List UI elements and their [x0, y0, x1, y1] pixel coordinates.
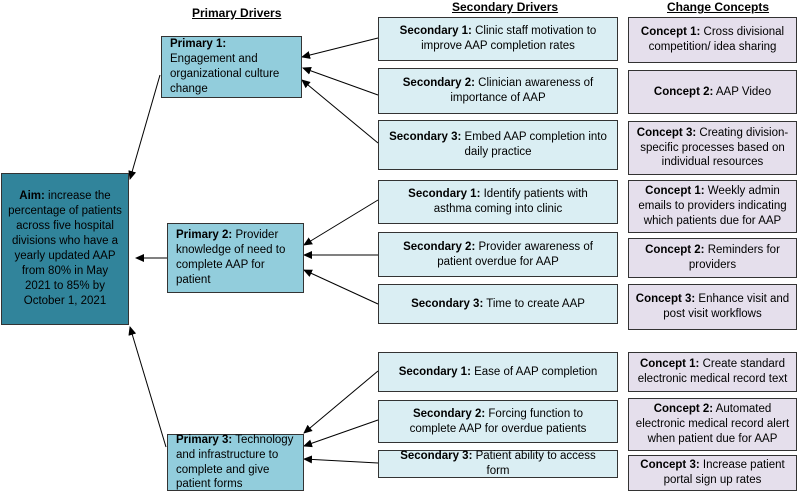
secondary-text: Patient ability to access form — [472, 450, 596, 477]
secondary-label: Secondary 3: — [389, 131, 462, 144]
primary-text: Engagement and organizational culture ch… — [170, 53, 280, 95]
change-concept: Concept 1: Weekly admin emails to provid… — [628, 180, 797, 233]
concept-label: Concept 2: — [653, 403, 714, 416]
arrow-sec8-to-primary3 — [303, 419, 379, 448]
secondary-driver: Secondary 2: Clinician awareness of impo… — [378, 68, 618, 114]
arrow-sec9-to-primary3 — [303, 455, 379, 464]
concept-label: Concept 2: — [645, 244, 705, 257]
secondary-label: Secondary 2: — [402, 77, 475, 90]
arrow-sec6-to-primary2 — [303, 269, 379, 305]
concept-text: Creating division-specific processes bas… — [640, 126, 789, 169]
concept-label: Concept 1: — [639, 358, 700, 371]
concept-text: Increase patient portal sign up rates — [663, 459, 785, 486]
concept-label: Concept 3: — [640, 459, 700, 472]
primary-text: Technology and infrastructure to complet… — [176, 433, 294, 491]
aim-text: increase the percentage of patients acro… — [8, 190, 122, 307]
secondary-label: Secondary 2: — [403, 240, 476, 253]
concept-text: Automated electronic medical record aler… — [635, 403, 790, 445]
secondary-driver: Secondary 3: Patient ability to access f… — [378, 450, 618, 478]
secondary-drivers-header: Secondary Drivers — [452, 0, 559, 14]
concept-text: AAP Video — [713, 85, 772, 98]
secondary-label: Secondary 3: — [400, 450, 473, 463]
arrow-sec4-to-primary2 — [303, 199, 379, 246]
secondary-driver: Secondary 2: Forcing function to complet… — [378, 400, 618, 443]
concept-label: Concept 3: — [635, 293, 696, 306]
concept-label: Concept 3: — [636, 126, 697, 139]
primary-drivers-header: Primary Drivers — [192, 6, 282, 20]
concept-text: Create standard electronic medical recor… — [637, 358, 788, 385]
arrow-sec1-to-primary1 — [301, 37, 379, 59]
secondary-driver: Secondary 1: Clinic staff motivation to … — [378, 17, 618, 61]
concept-text: Reminders for providers — [688, 244, 780, 271]
secondary-driver: Secondary 3: Time to create AAP — [378, 284, 618, 324]
secondary-driver: Secondary 2: Provider awareness of patie… — [378, 232, 618, 277]
primary-text: Provider knowledge of need to complete A… — [176, 229, 286, 286]
primary-driver-3: Primary 3: Technology and infrastructure… — [167, 434, 304, 491]
change-concept: Concept 2: AAP Video — [628, 70, 797, 114]
concept-label: Concept 2: — [653, 85, 714, 98]
change-concept: Concept 1: Create standard electronic me… — [628, 352, 797, 392]
change-concept: Concept 2: Reminders for providers — [628, 238, 797, 278]
concept-text: Cross divisional competition/ idea shari… — [648, 26, 785, 53]
secondary-label: Secondary 1: — [399, 25, 472, 38]
secondary-text: Provider awareness of patient overdue fo… — [437, 240, 593, 268]
arrow-primary1-to-aim — [128, 74, 161, 180]
secondary-label: Secondary 3: — [411, 297, 484, 310]
secondary-text: Clinic staff motivation to improve AAP c… — [421, 25, 597, 52]
aim-box: Aim: increase the percentage of patients… — [1, 173, 129, 325]
primary-label: Primary 3: — [176, 433, 233, 446]
concept-label: Concept 1: — [640, 26, 701, 39]
arrow-sec2-to-primary1 — [302, 66, 379, 96]
secondary-label: Secondary 1: — [408, 188, 481, 201]
secondary-driver: Secondary 3: Embed AAP completion into d… — [378, 120, 618, 170]
secondary-driver: Secondary 1: Identify patients with asth… — [378, 180, 618, 224]
change-concepts-header: Change Concepts — [667, 0, 770, 14]
change-concept: Concept 1: Cross divisional competition/… — [628, 17, 797, 63]
aim-label: Aim: — [19, 190, 45, 203]
primary-driver-1: Primary 1: Engagement and organizational… — [161, 36, 302, 98]
secondary-label: Secondary 1: — [398, 365, 471, 378]
change-concept: Concept 2: Automated electronic medical … — [628, 398, 797, 451]
concept-label: Concept 1: — [645, 185, 705, 198]
secondary-driver: Secondary 1: Ease of AAP completion — [378, 352, 618, 392]
secondary-text: Identify patients with asthma coming int… — [433, 188, 588, 215]
primary-label: Primary 1: — [170, 38, 227, 51]
secondary-text: Ease of AAP completion — [470, 365, 598, 378]
concept-text: Weekly admin emails to providers indicat… — [638, 185, 787, 227]
concept-text: Enhance visit and post visit workflows — [663, 293, 790, 320]
change-concept: Concept 3: Increase patient portal sign … — [628, 455, 797, 491]
primary-driver-2: Primary 2: Provider knowledge of need to… — [167, 223, 304, 293]
secondary-text: Embed AAP completion into daily practice — [461, 131, 607, 158]
primary-label: Primary 2: — [176, 229, 233, 242]
secondary-text: Forcing function to complete AAP for ove… — [409, 407, 587, 435]
change-concept: Concept 3: Enhance visit and post visit … — [628, 284, 797, 330]
arrow-sec7-to-primary3 — [303, 370, 379, 434]
secondary-label: Secondary 2: — [412, 407, 486, 420]
change-concept: Concept 3: Creating division-specific pr… — [628, 121, 797, 175]
arrow-primary3-to-aim — [128, 326, 167, 448]
secondary-text: Time to create AAP — [483, 297, 585, 310]
arrow-sec3-to-primary1 — [301, 79, 379, 144]
secondary-text: Clinician awareness of importance of AAP — [450, 77, 594, 104]
